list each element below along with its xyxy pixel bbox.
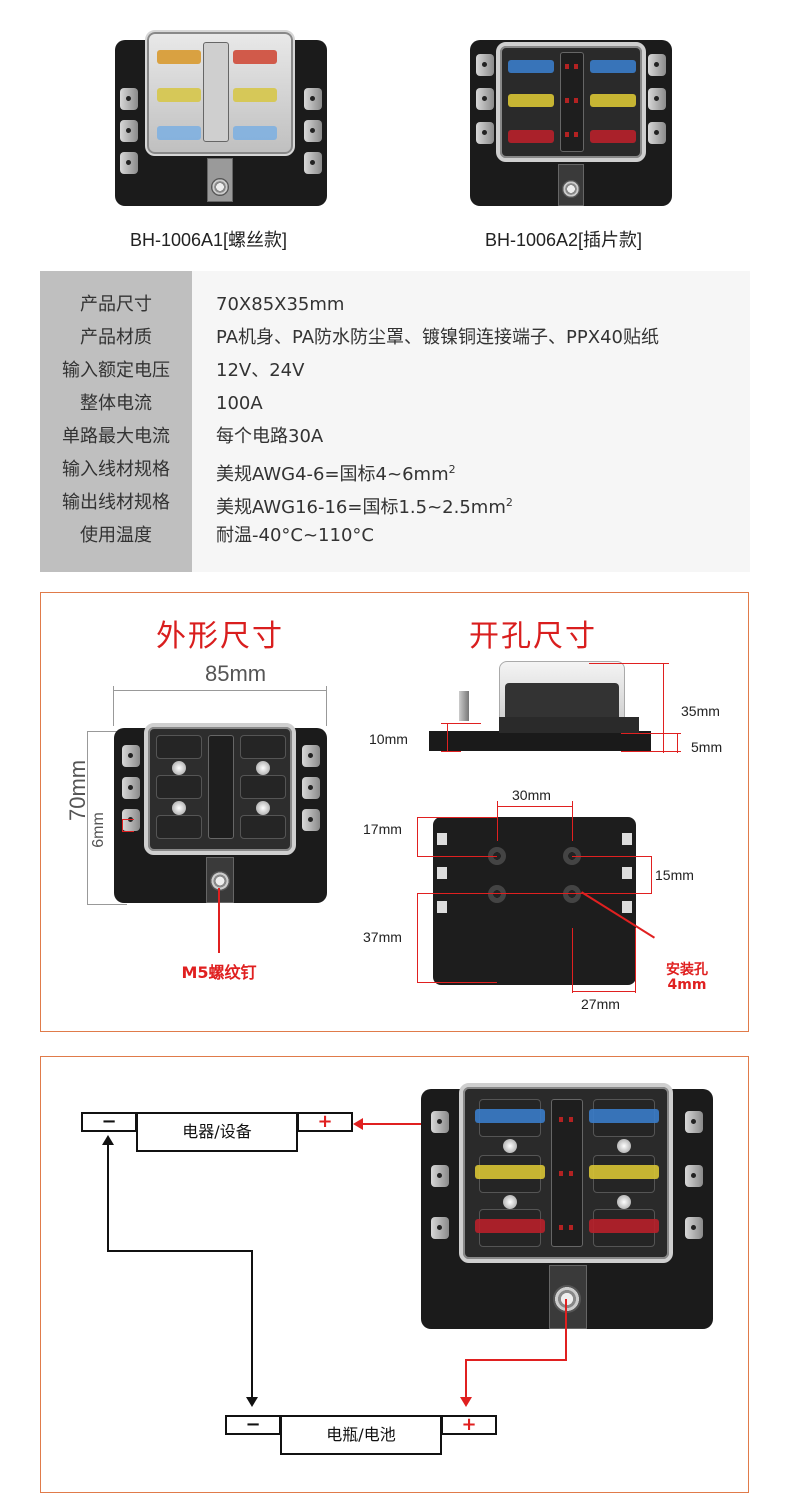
side-total-height: 35mm (681, 703, 720, 719)
minus-sign: − (245, 1414, 261, 1435)
screw-label: M5螺纹钉 (181, 963, 257, 982)
device-minus-terminal: − (81, 1112, 137, 1132)
superscript: 2 (505, 496, 513, 509)
spec-row: 输入线材规格 美规AWG4-6=国标4~6mm2 (40, 453, 750, 486)
spec-value: 美规AWG16-16=国标1.5~2.5mm2 (216, 486, 513, 524)
device-label: 电器/设备 (182, 1122, 252, 1141)
product-image-blade (470, 40, 672, 206)
terminal-dimension: 6mm (89, 812, 107, 848)
spec-row: 使用温度 耐温-40°C~110°C (40, 519, 750, 552)
dimensions-panel: 外形尺寸 开孔尺寸 85mm 70mm 6mm (40, 592, 749, 1032)
fusebox-wiring-image (421, 1083, 713, 1329)
spec-value: 耐温-40°C~110°C (216, 525, 374, 546)
battery-label: 电瓶/电池 (326, 1425, 396, 1444)
wiring-panel: − 电器/设备 + (40, 1056, 749, 1493)
spec-value: 每个电路30A (216, 426, 324, 447)
spec-row: 输入额定电压 12V、24V (40, 354, 750, 387)
bottom-offset: 37mm (363, 929, 402, 945)
hole-dimensions-title: 开孔尺寸 (469, 619, 597, 654)
spec-label: 产品材质 (80, 327, 152, 348)
spec-row: 整体电流 100A (40, 387, 750, 420)
hole-spacing-x: 30mm (512, 787, 551, 803)
fusebox-top-view (114, 723, 327, 903)
product-caption-blade: BH-1006A2[插片款] (485, 230, 643, 250)
spec-label: 输入额定电压 (62, 360, 170, 381)
spec-row: 输出线材规格 美规AWG16-16=国标1.5~2.5mm2 (40, 486, 750, 519)
spec-label-column (40, 271, 192, 572)
height-dimension: 70mm (65, 759, 90, 821)
side-base-height: 5mm (691, 739, 723, 755)
spec-label: 单路最大电流 (62, 426, 170, 447)
spec-row: 产品尺寸 70X85X35mm (40, 288, 750, 321)
battery-plus-terminal: + (441, 1415, 497, 1435)
device-box: 电器/设备 (136, 1112, 298, 1152)
mount-hole-label: 安装孔 4mm (657, 963, 717, 993)
battery-minus-terminal: − (225, 1415, 281, 1435)
side-left-height: 10mm (369, 731, 408, 747)
hole-spacing-y: 15mm (655, 867, 694, 883)
spec-value-text: 美规AWG16-16=国标1.5~2.5mm (216, 497, 506, 518)
spec-label: 输入线材规格 (62, 459, 170, 480)
spec-label: 产品尺寸 (80, 294, 152, 315)
spec-table: 产品尺寸 70X85X35mm 产品材质 PA机身、PA防水防尘罩、镀镍铜连接端… (40, 271, 750, 572)
device-plus-terminal: + (297, 1112, 353, 1132)
spec-label: 使用温度 (80, 525, 152, 546)
width-dimension: 85mm (205, 661, 267, 686)
fusebox-bottom-view (433, 817, 636, 985)
plus-sign: + (461, 1414, 477, 1435)
spec-value: 100A (216, 393, 263, 414)
spec-label: 整体电流 (80, 393, 152, 414)
battery-box: 电瓶/电池 (280, 1415, 442, 1455)
spec-row: 单路最大电流 每个电路30A (40, 420, 750, 453)
fusebox-side-view (429, 661, 651, 753)
outline-dimensions-title: 外形尺寸 (156, 619, 284, 654)
spec-label: 输出线材规格 (62, 492, 170, 513)
product-caption-screw: BH-1006A1[螺丝款] (130, 230, 288, 250)
spec-row: 产品材质 PA机身、PA防水防尘罩、镀镍铜连接端子、PPX40贴纸 (40, 321, 750, 354)
spec-value: 70X85X35mm (216, 294, 345, 315)
minus-sign: − (101, 1111, 117, 1132)
spec-value: 12V、24V (216, 360, 305, 381)
right-offset: 27mm (581, 996, 620, 1012)
product-image-screw (115, 28, 327, 206)
spec-value: 美规AWG4-6=国标4~6mm2 (216, 453, 456, 491)
spec-value: PA机身、PA防水防尘罩、镀镍铜连接端子、PPX40贴纸 (216, 327, 659, 348)
mount-hole-size: 4mm (667, 977, 707, 993)
mount-hole-text: 安装孔 (666, 962, 708, 978)
superscript: 2 (448, 463, 456, 476)
plus-sign: + (317, 1111, 333, 1132)
top-offset: 17mm (363, 821, 402, 837)
screw-pointer-line (218, 888, 220, 953)
spec-value-text: 美规AWG4-6=国标4~6mm (216, 464, 449, 485)
